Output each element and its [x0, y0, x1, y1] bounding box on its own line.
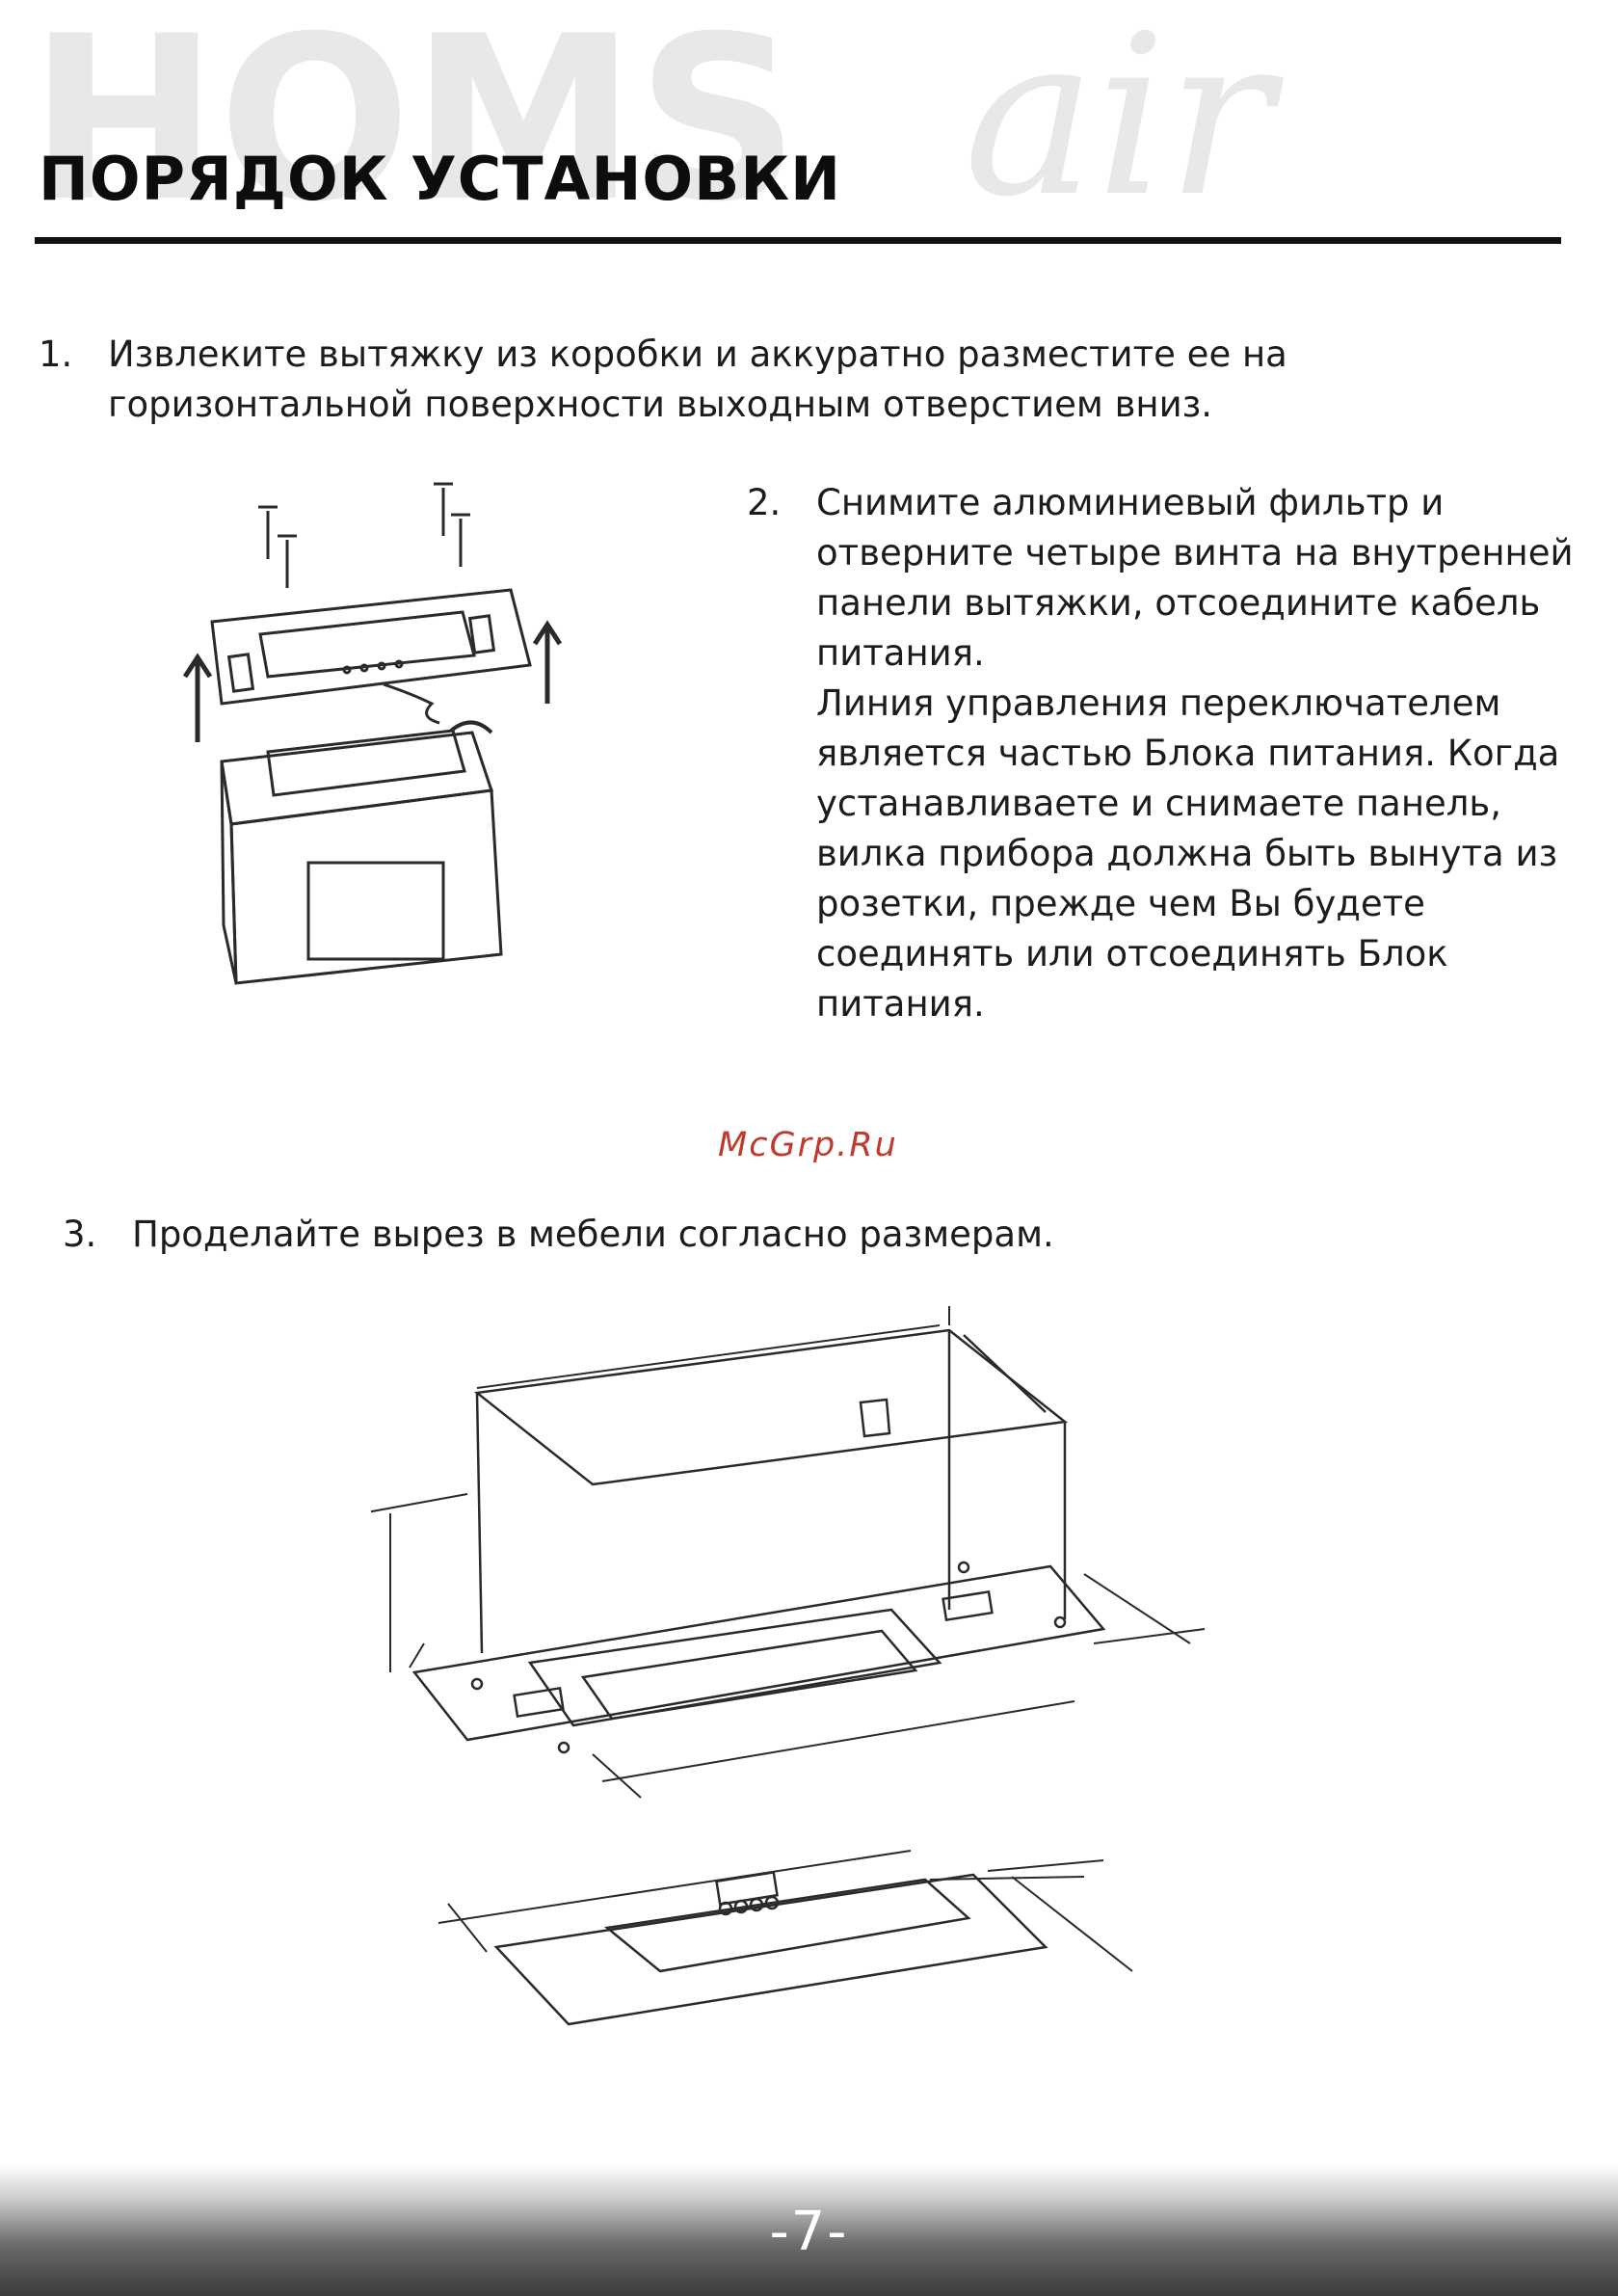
step-note: Линия управления переключателем является… — [816, 682, 1560, 1025]
step-text: Снимите алюминиевый фильтр и отверните ч… — [816, 482, 1574, 674]
page-title: ПОРЯДОК УСТАНОВКИ — [39, 144, 841, 214]
hood-panel-removal-illustration — [182, 482, 563, 985]
brand-logo-text: HOMS — [29, 0, 800, 251]
dimension-line — [371, 1306, 1206, 1799]
dimension-line — [438, 1850, 1133, 1972]
step-text: Извлеките вытяжку из коробки и аккуратно… — [108, 334, 1287, 425]
brand-watermark-logo: HOMS air — [29, 0, 1285, 251]
site-watermark: McGrp.Ru — [718, 1126, 898, 1164]
step-number: 1. — [39, 334, 73, 375]
screw-icon — [258, 482, 470, 588]
title-divider — [35, 237, 1561, 244]
page-footer — [0, 2164, 1618, 2296]
page-number: -7- — [769, 2201, 849, 2263]
step-text: Проделайте вырез в мебели согласно разме… — [132, 1214, 1054, 1255]
cutout-dimensions-illustration — [371, 1306, 1206, 2026]
up-arrow-icon — [182, 620, 563, 742]
brand-logo-script: air — [964, 0, 1285, 246]
step-number: 3. — [63, 1214, 97, 1255]
step-number: 2. — [747, 482, 782, 523]
